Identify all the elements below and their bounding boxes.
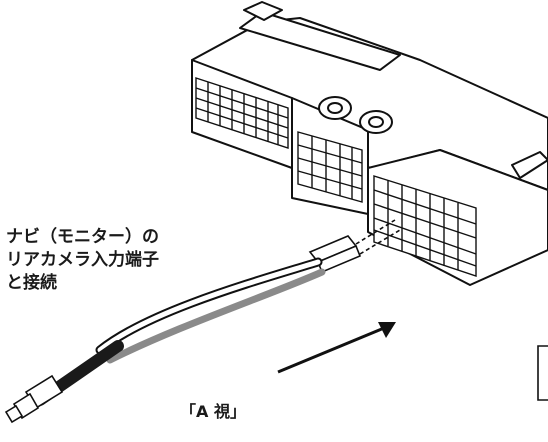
- terminal-grid-left: [195, 77, 289, 149]
- view-arrow: [277, 322, 396, 374]
- cable: [34, 257, 326, 406]
- callout-line-1: ナビ（モニター）の: [6, 227, 159, 247]
- rca-plug-icon: [4, 374, 64, 424]
- callout-line-3: と接続: [6, 273, 57, 293]
- wire-terminals: [308, 219, 401, 274]
- side-bracket: [537, 345, 548, 401]
- connector-housing: [191, 1, 548, 286]
- callout-line-2: リアカメラ入力端子: [6, 250, 159, 270]
- rear-camera-input-callout: ナビ（モニター）の リアカメラ入力端子 と接続: [6, 226, 159, 295]
- terminal-grid-middle: [297, 131, 363, 203]
- view-label: 「A 視」: [180, 402, 246, 421]
- terminal-grid-right: [373, 175, 477, 277]
- connector-holes: [318, 96, 393, 134]
